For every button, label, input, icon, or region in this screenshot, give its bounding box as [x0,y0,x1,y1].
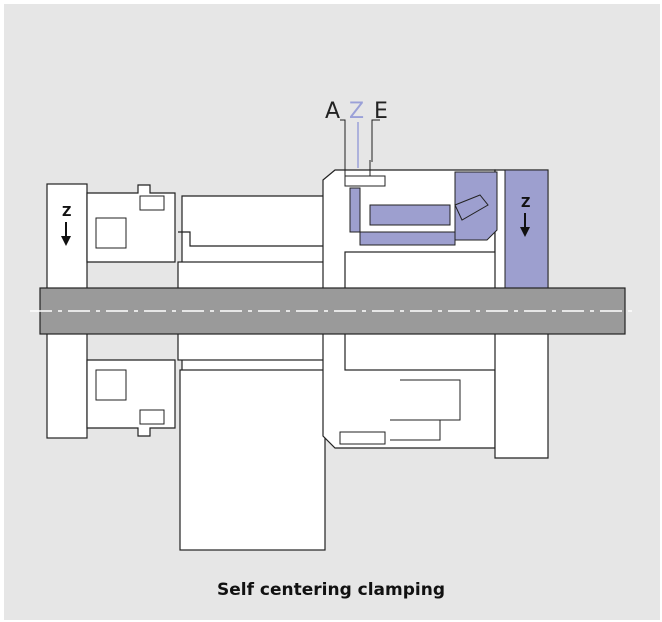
z-label-right: Z [521,196,530,211]
port-label-e: E [374,99,388,124]
diagram-caption: Self centering clamping [216,580,446,600]
port-label-z: Z [349,99,364,124]
lower-plate [179,369,326,551]
actuator-link [454,194,489,221]
port-label-a: A [325,99,340,124]
piston-channel [349,187,456,246]
left-clamp-upper [86,184,176,263]
z-arrow-left: Z [61,205,71,246]
center-block-top [181,195,326,265]
z-label-left: Z [62,205,71,220]
z-arrow-right: Z [520,196,530,237]
shaft [30,287,635,335]
left-clamp-lower [86,359,176,437]
actuator-rod [369,204,451,226]
